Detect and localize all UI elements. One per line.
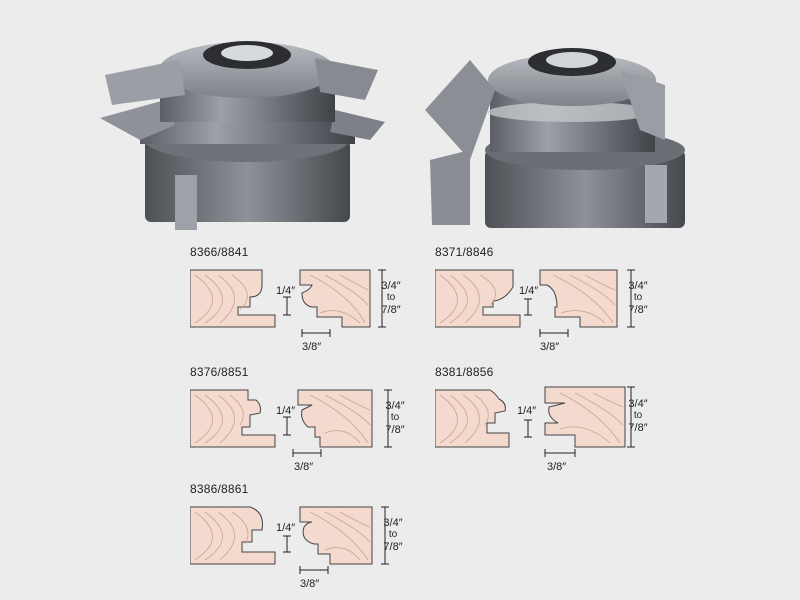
thickness-label: 3/4″ to 7/8″ (378, 517, 408, 553)
width-label: 3/8″ (547, 461, 567, 473)
depth-label: 1/4″ (517, 405, 537, 417)
depth-label: 1/4″ (276, 285, 296, 297)
thickness-to: to (388, 529, 398, 540)
thickness-bottom: 7/8″ (385, 424, 405, 436)
thickness-to: to (633, 292, 643, 303)
thickness-top: 3/4″ (628, 280, 648, 292)
profile-8386-8861: 8386/8861 1/4″ 3/4″ to 7/8″ 3/8″ (190, 482, 450, 592)
depth-label: 1/4″ (276, 522, 296, 534)
profile-8381-8856: 8381/8856 1/4″ 3/4″ to 7/8″ 3/8″ (435, 365, 695, 475)
thickness-bottom: 7/8″ (381, 304, 401, 316)
thickness-label: 3/4″ to 7/8″ (376, 280, 406, 316)
thickness-to: to (390, 412, 400, 423)
thickness-bottom: 7/8″ (628, 422, 648, 434)
right-cutter (425, 48, 685, 228)
profile-8376-8851: 8376/8851 1/4″ 3/4″ to 7/8″ 3/8″ (190, 365, 450, 475)
depth-label: 1/4″ (276, 405, 296, 417)
thickness-top: 3/4″ (381, 280, 401, 292)
thickness-label: 3/4″ to 7/8″ (623, 398, 653, 434)
rail-piece (435, 389, 510, 448)
width-label: 3/8″ (294, 461, 314, 473)
width-label: 3/8″ (300, 578, 320, 590)
thickness-label: 3/4″ to 7/8″ (623, 280, 653, 316)
thickness-top: 3/4″ (628, 398, 648, 410)
left-cutter (100, 41, 385, 230)
rail-piece (190, 506, 276, 565)
width-label: 3/8″ (302, 341, 322, 353)
rail-piece (190, 389, 276, 448)
profile-code: 8376/8851 (190, 365, 249, 379)
stile-piece (544, 386, 626, 448)
thickness-bottom: 7/8″ (628, 304, 648, 316)
thickness-to: to (386, 292, 396, 303)
profile-8366-8841: 8366/8841 1/4″ 3/4″ to 7/8″ 3/8″ (190, 245, 450, 355)
profile-code: 8371/8846 (435, 245, 494, 259)
thickness-to: to (633, 410, 643, 421)
thickness-top: 3/4″ (385, 400, 405, 412)
stile-piece (299, 506, 373, 565)
rail-piece (190, 269, 276, 328)
router-cutter-set-illustration (100, 41, 685, 230)
profile-drawing (190, 269, 386, 337)
stile-piece (299, 269, 371, 328)
width-label: 3/8″ (540, 341, 560, 353)
stile-piece (297, 389, 373, 448)
profile-drawing (190, 506, 389, 574)
profile-code: 8381/8856 (435, 365, 494, 379)
profile-drawing (190, 389, 392, 457)
profile-code: 8386/8861 (190, 482, 249, 496)
rail-piece (435, 269, 521, 328)
profile-8371-8846: 8371/8846 1/4″ 3/4″ to 7/8″ 3/8″ (435, 245, 695, 355)
thickness-top: 3/4″ (383, 517, 403, 529)
thickness-label: 3/4″ to 7/8″ (380, 400, 410, 436)
depth-label: 1/4″ (519, 285, 539, 297)
profile-drawing (435, 269, 635, 337)
profile-code: 8366/8841 (190, 245, 249, 259)
stile-piece (539, 269, 618, 328)
profile-drawing (435, 386, 635, 457)
thickness-bottom: 7/8″ (383, 541, 403, 553)
